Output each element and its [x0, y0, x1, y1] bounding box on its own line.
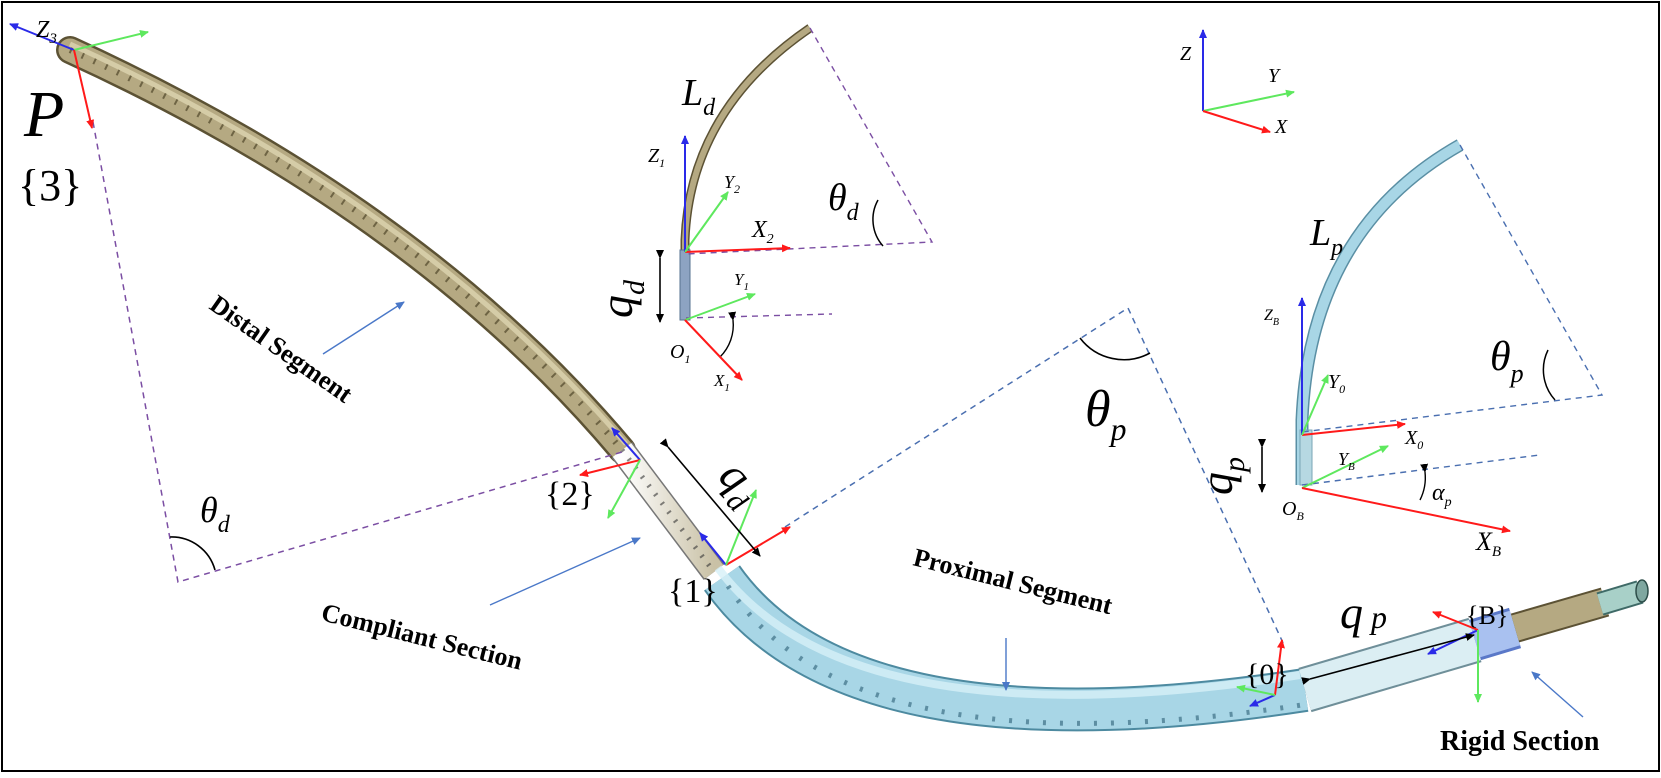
theta-d-main-arc — [169, 536, 216, 571]
qp-main-dimension — [1301, 633, 1475, 685]
inset-proximal — [1258, 139, 1604, 534]
frame-3-label: {3} — [18, 161, 82, 210]
proximal-segment-label: Proximal Segment — [911, 543, 1116, 621]
frame-3-axes — [9, 23, 149, 129]
x1-label: X1 — [713, 371, 730, 394]
qp-inset-label: qp — [1191, 457, 1251, 495]
frame-2-axes — [579, 427, 641, 519]
theta-p-main-arc — [1079, 337, 1151, 361]
theta-d-main-label: θd — [200, 490, 231, 538]
p-label: P — [23, 78, 64, 151]
yb-label: YB — [1338, 449, 1355, 473]
svg-text:qd: qd — [704, 449, 774, 519]
theta-p-inset-label: θp — [1490, 334, 1524, 388]
z3-label: Z3 — [36, 17, 57, 47]
alpha-p-label: αp — [1432, 480, 1452, 510]
qd-main-label: qd — [704, 449, 774, 519]
frame-b-label: {B} — [1466, 601, 1508, 630]
frame-1-label: {1} — [668, 573, 718, 610]
xb-label: XB — [1475, 527, 1501, 560]
frame-2-label: {2} — [545, 476, 595, 513]
svg-text:qp: qp — [1191, 457, 1251, 495]
inset-distal — [656, 24, 934, 381]
y0-label: Y0 — [1328, 371, 1345, 396]
distal-segment — [56, 36, 636, 464]
distal-bend-triangle — [92, 121, 623, 583]
world-y-label: Y — [1268, 65, 1281, 87]
y1-label: Y1 — [734, 270, 749, 293]
zb-label: ZB — [1264, 307, 1279, 328]
ob-label: OB — [1282, 498, 1304, 523]
x0-label: X0 — [1404, 427, 1423, 452]
rigid-section-label: Rigid Section — [1440, 726, 1600, 757]
world-x-label: X — [1274, 116, 1288, 138]
world-axes — [1199, 29, 1295, 134]
svg-text:qd: qd — [591, 279, 651, 318]
compliant-section-label: Compliant Section — [319, 598, 526, 676]
z1-label: Z1 — [648, 145, 665, 170]
proximal-bend-triangle — [784, 306, 1285, 646]
distal-segment-label: Distal Segment — [205, 289, 359, 409]
qd-inset-label: qd — [591, 279, 651, 318]
y2-label: Y2 — [724, 172, 740, 196]
frame-0-axes — [1236, 639, 1285, 707]
world-z-label: Z — [1180, 43, 1192, 65]
frame-0-label: {0} — [1245, 658, 1289, 691]
lp-label: Lp — [1309, 212, 1343, 261]
o1-label: O1 — [670, 341, 690, 366]
theta-p-main-label: θp — [1085, 381, 1127, 447]
ld-label: Ld — [681, 72, 716, 121]
label-pointers — [322, 301, 1584, 718]
theta-d-inset-label: θd — [828, 177, 860, 226]
x2-label: X2 — [751, 217, 774, 247]
qd-main-dimension — [659, 438, 761, 557]
proximal-segment — [704, 565, 1309, 732]
